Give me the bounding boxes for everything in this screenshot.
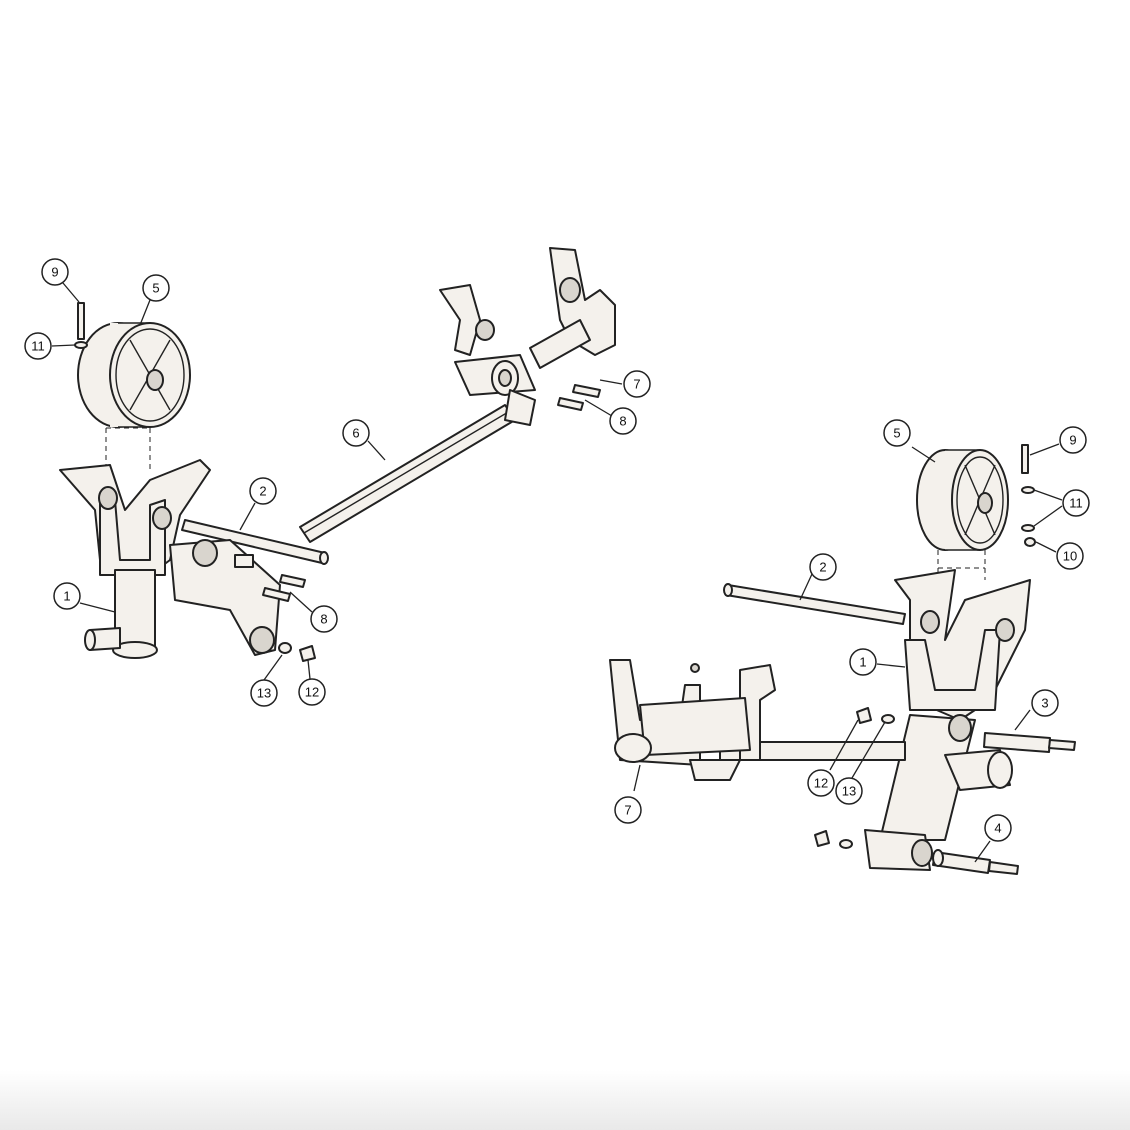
- callout-r3: 3: [1031, 689, 1059, 717]
- callout-r9: 9: [1059, 426, 1087, 454]
- right-wheel: [916, 449, 1009, 551]
- svg-text:12: 12: [305, 685, 319, 700]
- right-shaft-3: [983, 732, 1076, 753]
- svg-text:11: 11: [31, 339, 45, 354]
- left-pins: [262, 574, 306, 602]
- callout-r5: 5: [883, 419, 911, 447]
- callout-l7: 7: [623, 370, 651, 398]
- left-swing-arm: [169, 539, 281, 656]
- svg-text:2: 2: [259, 484, 266, 499]
- svg-text:13: 13: [842, 784, 856, 799]
- left-top-yoke: [439, 247, 616, 426]
- svg-text:10: 10: [1063, 549, 1077, 564]
- callout-l2: 2: [249, 477, 277, 505]
- svg-text:3: 3: [1041, 696, 1048, 711]
- callout-l9: 9: [41, 258, 69, 286]
- callout-r12: 12: [807, 769, 835, 797]
- callout-l12: 12: [298, 678, 326, 706]
- callout-l11: 11: [24, 332, 52, 360]
- callout-r7: 7: [614, 796, 642, 824]
- top-pins: [557, 384, 601, 411]
- right-fork-frame: [894, 569, 1031, 721]
- callout-r2: 2: [809, 553, 837, 581]
- svg-text:5: 5: [893, 426, 900, 441]
- svg-text:4: 4: [994, 821, 1001, 836]
- callout-l8b: 8: [609, 407, 637, 435]
- right-shaft-4: [932, 849, 1019, 875]
- svg-text:8: 8: [320, 612, 327, 627]
- callout-l13: 13: [250, 679, 278, 707]
- svg-text:1: 1: [859, 655, 866, 670]
- callout-r13: 13: [835, 777, 863, 805]
- right-yoke: [609, 659, 776, 781]
- svg-text:6: 6: [352, 426, 359, 441]
- svg-text:8: 8: [619, 414, 626, 429]
- callout-l1: 1: [53, 582, 81, 610]
- callout-r10: 10: [1056, 542, 1084, 570]
- svg-text:13: 13: [257, 686, 271, 701]
- bottom-fade: [0, 1070, 1130, 1130]
- svg-text:5: 5: [152, 281, 159, 296]
- callout-l8: 8: [310, 605, 338, 633]
- leader-lines: [51, 282, 1063, 863]
- left-assembly: [59, 247, 616, 662]
- svg-text:7: 7: [633, 377, 640, 392]
- svg-text:12: 12: [814, 776, 828, 791]
- left-rod: [181, 519, 329, 565]
- svg-text:11: 11: [1069, 496, 1083, 511]
- callout-r4: 4: [984, 814, 1012, 842]
- svg-text:7: 7: [624, 803, 631, 818]
- callouts: 9 5 11 6 2 1 8 13 12 7 8 5 9 11 10 2 1 3…: [24, 258, 1090, 842]
- long-tube: [299, 404, 516, 543]
- callout-r1: 1: [849, 648, 877, 676]
- right-assembly: [609, 444, 1076, 875]
- callout-l5: 5: [142, 274, 170, 302]
- right-rod: [723, 583, 906, 625]
- svg-text:9: 9: [1069, 433, 1076, 448]
- svg-text:1: 1: [63, 589, 70, 604]
- callout-l6: 6: [342, 419, 370, 447]
- svg-text:2: 2: [819, 560, 826, 575]
- callout-r11: 11: [1062, 489, 1090, 517]
- svg-text:9: 9: [51, 265, 58, 280]
- left-wheel: [77, 322, 191, 428]
